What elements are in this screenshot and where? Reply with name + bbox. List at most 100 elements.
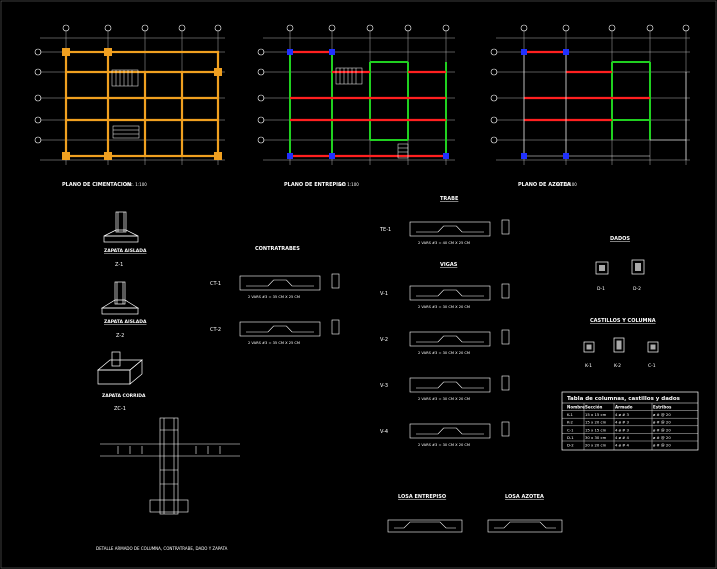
table-header: Sección xyxy=(585,405,602,410)
beam-spec: 2 VARS #3 = 30 CM X 20 CM xyxy=(418,443,470,447)
column-markers xyxy=(287,49,449,159)
beam-cross-section xyxy=(331,319,340,335)
beam-tag: V-4 xyxy=(380,429,388,435)
castillos-heading: CASTILLOS Y COLUMNA xyxy=(590,318,656,324)
beam-section: TE-1 2 VARS #3 = 40 CM X 25 CM xyxy=(379,219,510,245)
footing-code: ZC-1 xyxy=(114,406,126,412)
plan-title: PLANO DE ENTREPISO xyxy=(284,182,346,188)
column-frames xyxy=(611,61,651,140)
dado-d2: D-2 xyxy=(631,259,645,292)
footing-z1: ZAPATA AISLADA Z-1 xyxy=(103,211,147,268)
beam-elevation xyxy=(409,221,491,237)
grid-bubbles xyxy=(34,24,222,144)
dado-label: D-2 xyxy=(633,286,641,292)
rebar-line xyxy=(246,279,314,287)
beam-cross-section xyxy=(501,283,510,299)
table-cell: 15 x 20 cm xyxy=(585,420,607,425)
table-cell: ø # @ 20 xyxy=(653,420,671,425)
table-cell: D-1 xyxy=(567,435,574,440)
foundation-beams xyxy=(64,50,220,158)
table-cell: ø # @ 20 xyxy=(653,427,671,432)
beam-elevation xyxy=(409,285,491,301)
roof-outline xyxy=(523,52,687,160)
beam-spec: 2 VARS #3 = 35 CM X 25 CM xyxy=(248,341,300,345)
column-detail: DETALLE ARMADO DE COLUMNA, CONTRATRABE, … xyxy=(96,417,240,551)
beam-tag: V-1 xyxy=(380,291,388,297)
footing-heading: ZAPATA AISLADA xyxy=(104,248,147,254)
footing-code: Z-2 xyxy=(116,333,124,339)
castillo-label: K-1 xyxy=(585,363,592,369)
table-cell: 4 ø # 4 xyxy=(615,435,630,440)
table-cell: ø # @ 20 xyxy=(653,443,671,448)
roof-beams xyxy=(524,50,650,122)
table-cell: 4 ø # 4 xyxy=(615,443,630,448)
castillo-c1: C-1 xyxy=(647,341,659,369)
footing-code: Z-1 xyxy=(115,262,123,268)
rebar-line xyxy=(416,427,484,435)
plan-title: PLANO DE CIMENTACION xyxy=(62,182,131,188)
beam-elevation xyxy=(409,423,491,439)
table-header: Armado xyxy=(615,405,633,410)
plan-title: PLANO DE AZOTEA xyxy=(518,182,571,188)
vigas-heading: VIGAS xyxy=(440,262,458,268)
grid-bubbles xyxy=(490,24,690,144)
rebar-line xyxy=(246,325,314,333)
beam-tag: V-2 xyxy=(380,337,388,343)
slab-azotea: LOSA AZOTEA xyxy=(487,494,563,533)
beam-cross-section xyxy=(501,219,510,235)
footing-heading: ZAPATA AISLADA xyxy=(104,319,147,325)
table-cell: 20 x 20 cm xyxy=(585,443,607,448)
column-markers xyxy=(521,49,569,159)
beam-elevation xyxy=(239,321,321,337)
beam-elevation xyxy=(409,331,491,347)
plan-scale: esc. 1:100 xyxy=(556,182,577,187)
table-cell: 4 ø # 3 xyxy=(615,412,630,417)
footing-heading: ZAPATA CORRIDA xyxy=(102,393,146,399)
beam-cross-section xyxy=(501,375,510,391)
footing-pads xyxy=(62,48,222,160)
beam-tag: CT-1 xyxy=(210,281,221,287)
beam-tag: TE-1 xyxy=(379,227,391,233)
rebar-line xyxy=(416,225,484,233)
beam-section: V-2 2 VARS #3 = 30 CM X 20 CM xyxy=(380,329,510,355)
plan-scale: esc. 1:100 xyxy=(126,182,147,187)
table-cell: K-2 xyxy=(567,420,573,425)
beam-elevation xyxy=(409,377,491,393)
slab-entrepiso: LOSA ENTREPISO xyxy=(387,494,463,533)
table-cell: D-2 xyxy=(567,443,574,448)
table-cell: 15 x 15 cm xyxy=(585,427,607,432)
beam-spec: 2 VARS #3 = 30 CM X 20 CM xyxy=(418,305,470,309)
footing-zc: ZAPATA CORRIDA ZC-1 xyxy=(97,351,146,412)
beam-elevation xyxy=(239,275,321,291)
beam-section: CT-12 VARS #3 = 35 CM X 25 CM xyxy=(210,273,340,299)
dado-label: D-1 xyxy=(597,286,605,292)
table-title: Tabla de columnas, castillos y dados xyxy=(567,396,681,402)
detail-caption: DETALLE ARMADO DE COLUMNA, CONTRATRABE, … xyxy=(96,546,228,551)
table-cell: K-1 xyxy=(567,412,573,417)
castillo-k1: K-1 xyxy=(583,341,595,369)
beam-spec: 2 VARS #3 = 40 CM X 25 CM xyxy=(418,241,470,245)
beam-spec: 2 VARS #3 = 30 CM X 20 CM xyxy=(418,351,470,355)
slab-heading: LOSA ENTREPISO xyxy=(398,494,446,500)
mezzanine-plan: PLANO DE ENTREPISO esc. 1:100 xyxy=(257,24,455,188)
beam-spec: 2 VARS #3 = 30 CM X 20 CM xyxy=(418,397,470,401)
beam-tag: V-3 xyxy=(380,383,388,389)
rebar-line xyxy=(416,335,484,343)
castillo-k2: K-2 xyxy=(613,337,625,369)
castillo-label: C-1 xyxy=(648,363,656,369)
table-cell: 30 x 30 cm xyxy=(585,435,607,440)
table-cell: ø # @ 20 xyxy=(653,412,671,417)
foundation-plan: PLANO DE CIMENTACION esc. 1:100 xyxy=(34,24,225,188)
beam-section: V-3 2 VARS #3 = 30 CM X 20 CM xyxy=(380,375,510,401)
beam-section: CT-22 VARS #3 = 35 CM X 25 CM xyxy=(210,319,340,345)
mezzanine-beams xyxy=(290,50,446,158)
table-cell: ø # @ 20 xyxy=(653,435,671,440)
beam-section: V-4 2 VARS #3 = 30 CM X 20 CM xyxy=(380,421,510,447)
dados-heading: DADOS xyxy=(610,236,630,242)
beam-section: V-1 2 VARS #3 = 30 CM X 20 CM xyxy=(380,283,510,309)
rebar-line xyxy=(416,381,484,389)
table-cell: 4 ø # 3 xyxy=(615,420,630,425)
